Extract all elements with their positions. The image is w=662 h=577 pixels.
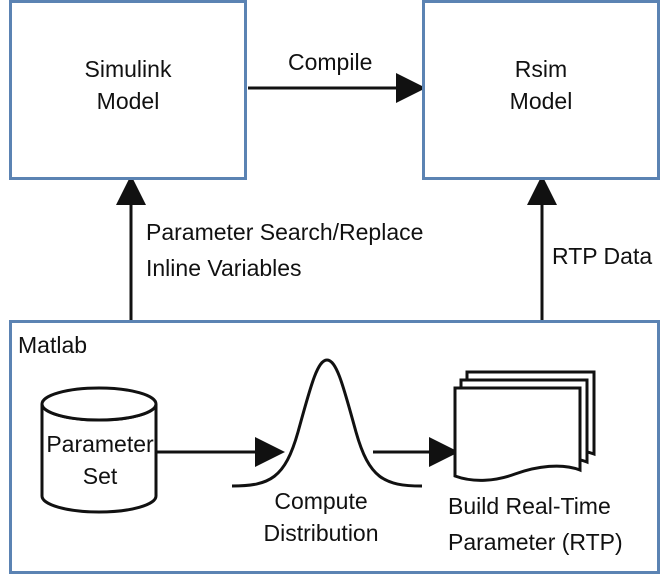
rsim-model-box	[422, 0, 660, 180]
matlab-label: Matlab	[18, 332, 88, 358]
rsim-model-label: Rsim Model	[422, 53, 660, 117]
build-rtp-line-2: Parameter (RTP)	[448, 529, 623, 555]
cylinder-top-ellipse	[40, 386, 158, 422]
document-stack-icon	[453, 370, 596, 482]
rsim-model-line-2: Model	[509, 88, 573, 114]
rtp-data-label: RTP Data	[552, 243, 653, 269]
simulink-model-box	[9, 0, 247, 180]
simulink-model-line-1: Simulink	[84, 56, 172, 82]
compile-label: Compile	[288, 49, 373, 75]
bell-curve-icon	[231, 358, 423, 488]
simulink-model-label: Simulink Model	[9, 53, 247, 117]
rsim-model-line-1: Rsim	[514, 56, 568, 82]
compute-distribution-line-1: Compute	[274, 488, 368, 514]
parameter-set-line-2: Set	[82, 463, 118, 489]
simulink-model-line-2: Model	[96, 88, 160, 114]
parameter-search-label: Parameter Search/Replace	[146, 219, 424, 245]
build-rtp-line-1: Build Real-Time	[448, 493, 611, 519]
compute-distribution-line-2: Distribution	[263, 520, 379, 546]
matlab-container	[9, 320, 660, 574]
parameter-set-line-1: Parameter	[46, 431, 154, 457]
inline-variables-label: Inline Variables	[146, 255, 302, 281]
